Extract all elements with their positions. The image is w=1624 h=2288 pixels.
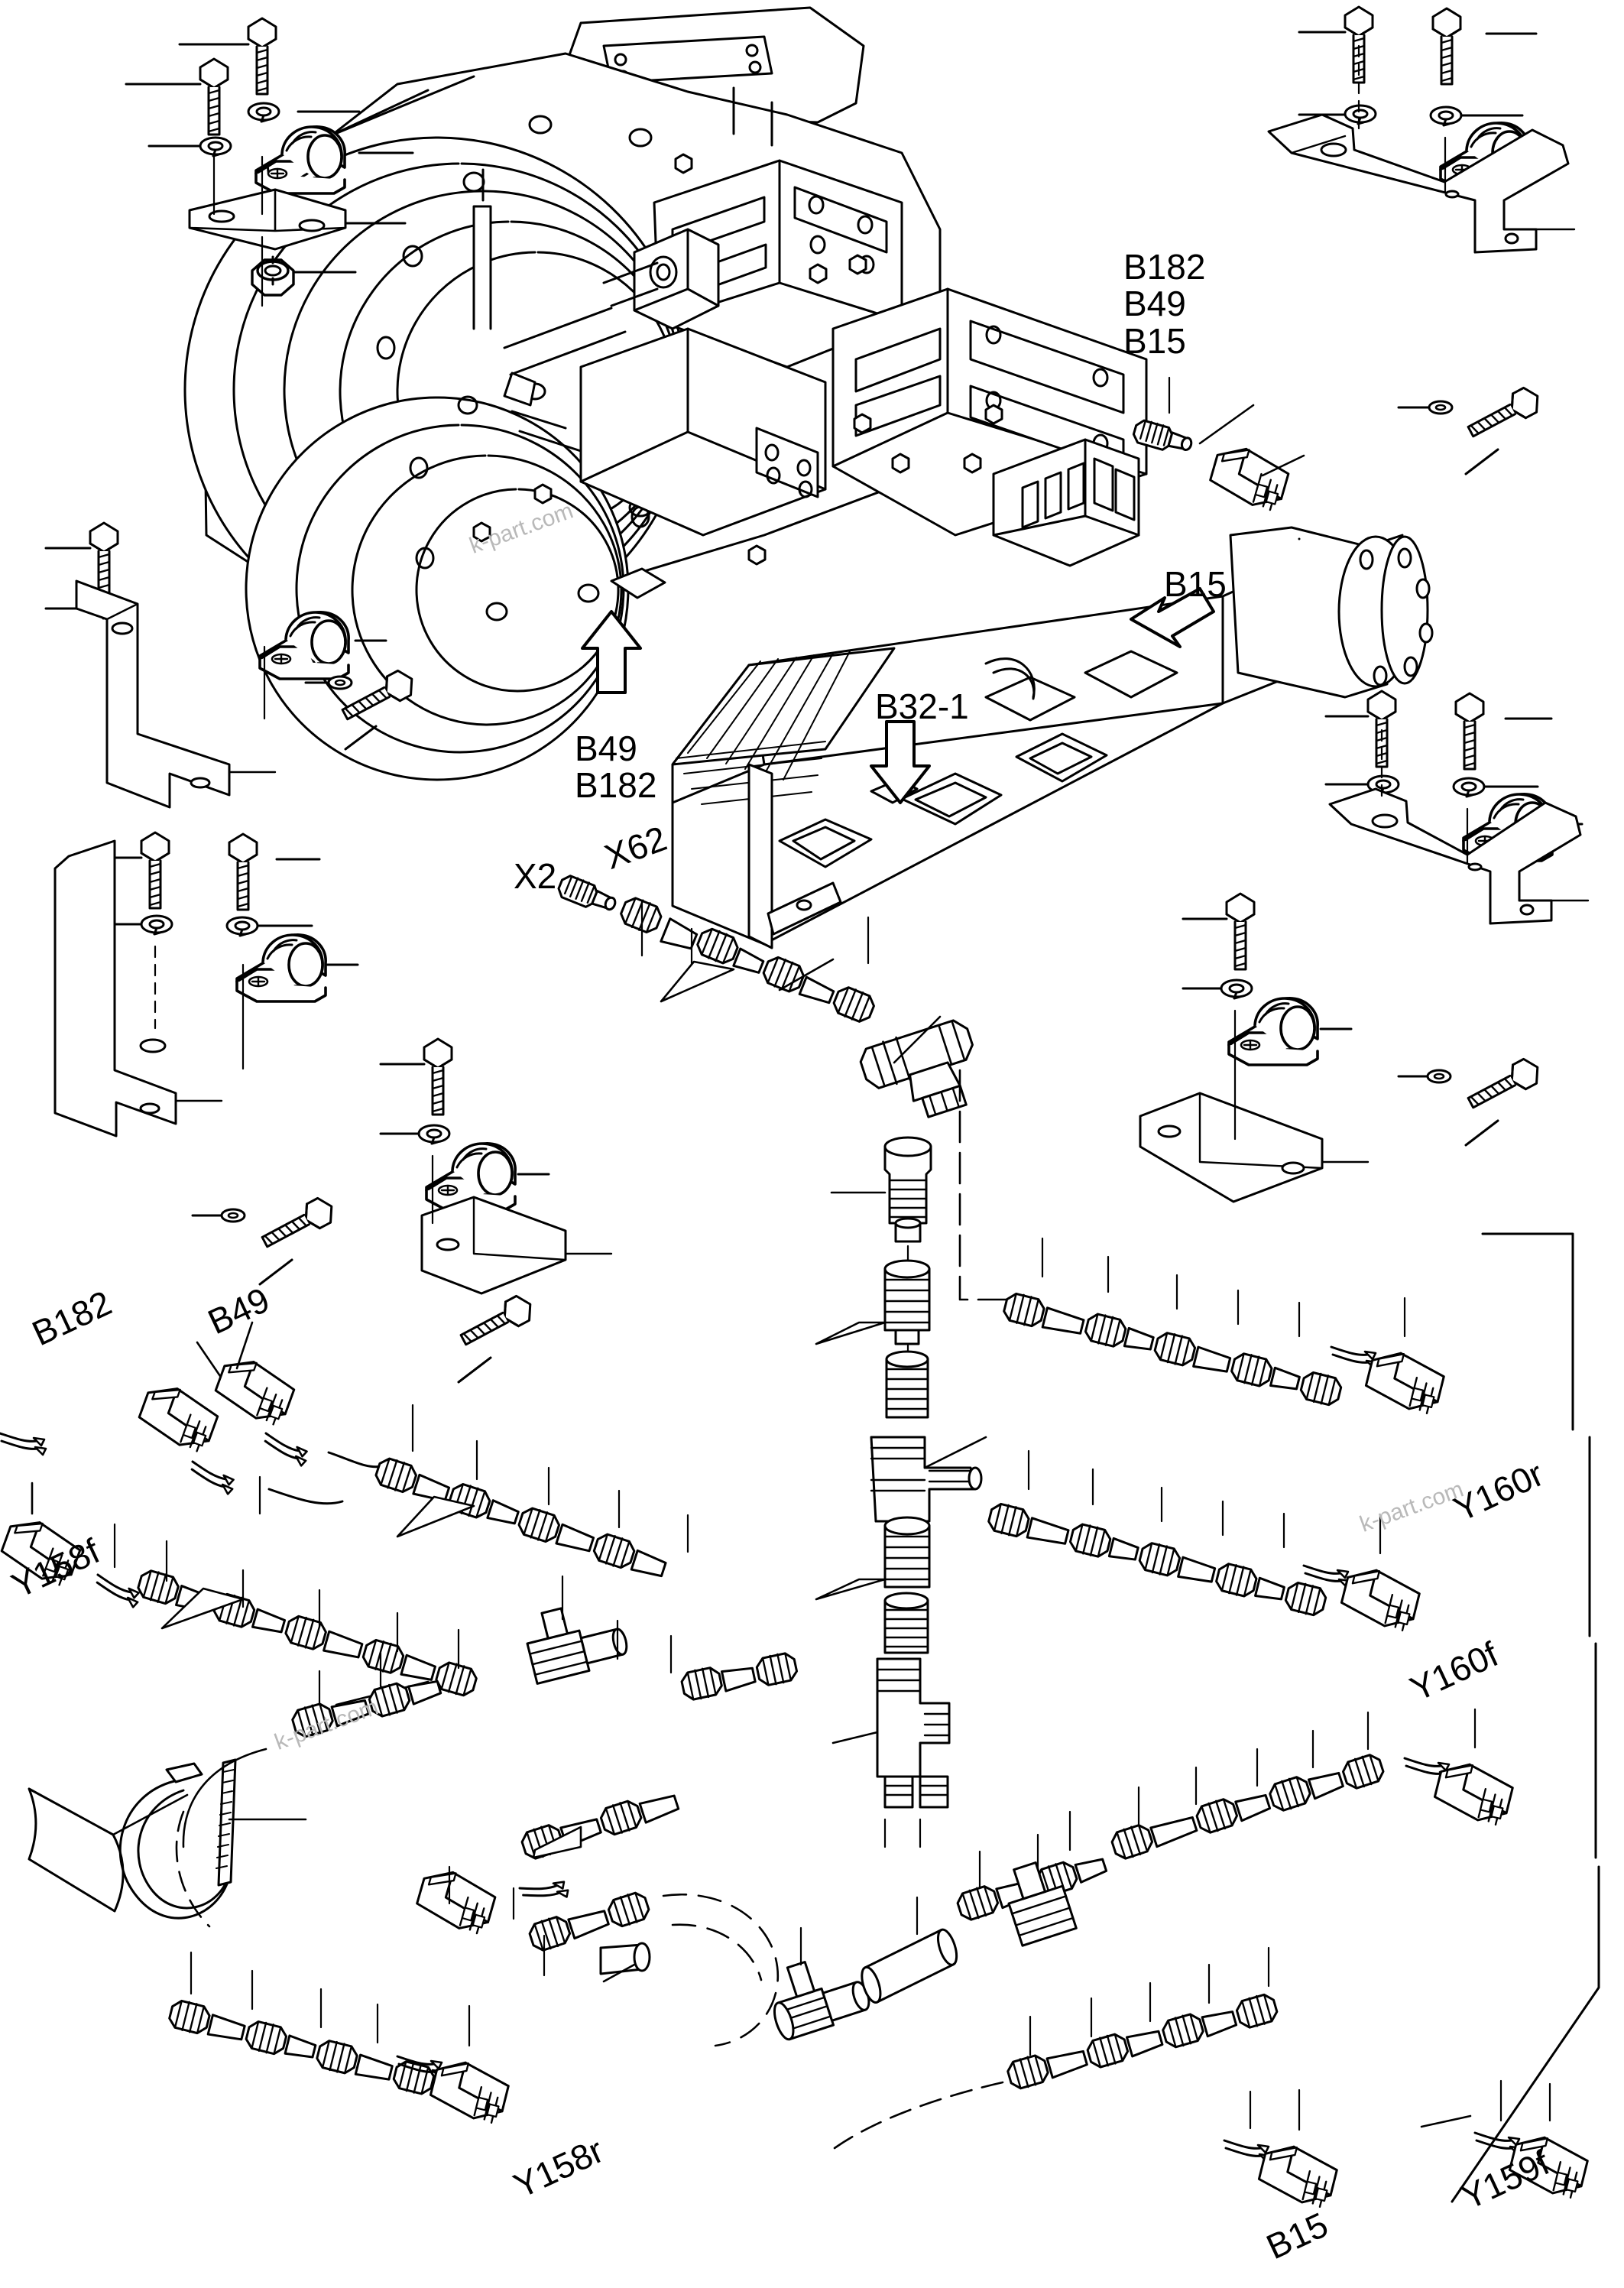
callout-x2: X2: [514, 856, 557, 896]
clamp-group-top-right: [1267, 5, 1576, 475]
callout-line: B182: [1123, 247, 1206, 287]
callout-line: B49: [575, 729, 637, 768]
transmission-housing: [183, 6, 1148, 781]
clamp-group-mid-left: [44, 521, 420, 809]
clamp-group-right-low: [1139, 892, 1370, 1203]
hose-chain-x62: [555, 871, 879, 1027]
lower-right-hose-run: [773, 1708, 1592, 2210]
hose-chain-y160r: [1000, 1237, 1448, 1417]
hose-chain-y158f: [0, 1482, 800, 1928]
protective-sleeve: [28, 1787, 189, 1913]
callout-line: B32-1: [875, 686, 969, 726]
hose-chain-b182-b49: [0, 1321, 689, 1578]
exhaust-manifold-pipe: [671, 526, 1434, 949]
top-right-connectors: [1130, 376, 1305, 514]
callout-line: B15: [1164, 564, 1227, 604]
cable-tie: [118, 1758, 307, 1920]
callout-line: B49: [1123, 284, 1186, 324]
callout-b15-upper-right: B15: [1164, 564, 1227, 604]
frame-guide-lines: [1451, 1232, 1600, 2203]
center-hose-run: [815, 1015, 1033, 1848]
clamp-group-top-left: [125, 17, 414, 307]
clamp-group-left-3: [53, 831, 359, 1286]
clamp-group-left-4: [379, 1037, 613, 1384]
callout-line: B15: [1123, 320, 1186, 361]
hose-chain-y160f: [985, 1449, 1424, 1634]
callout-arrows: [581, 587, 1215, 804]
callout-line: B182: [575, 765, 657, 806]
clamp-group-mid-right: [1324, 690, 1590, 1147]
lower-center-connectors: [412, 1794, 780, 2047]
hose-chain-y158r: [166, 1951, 513, 2126]
callout-b32-1: B32-1: [875, 688, 969, 725]
callout-line: X2: [514, 856, 557, 896]
